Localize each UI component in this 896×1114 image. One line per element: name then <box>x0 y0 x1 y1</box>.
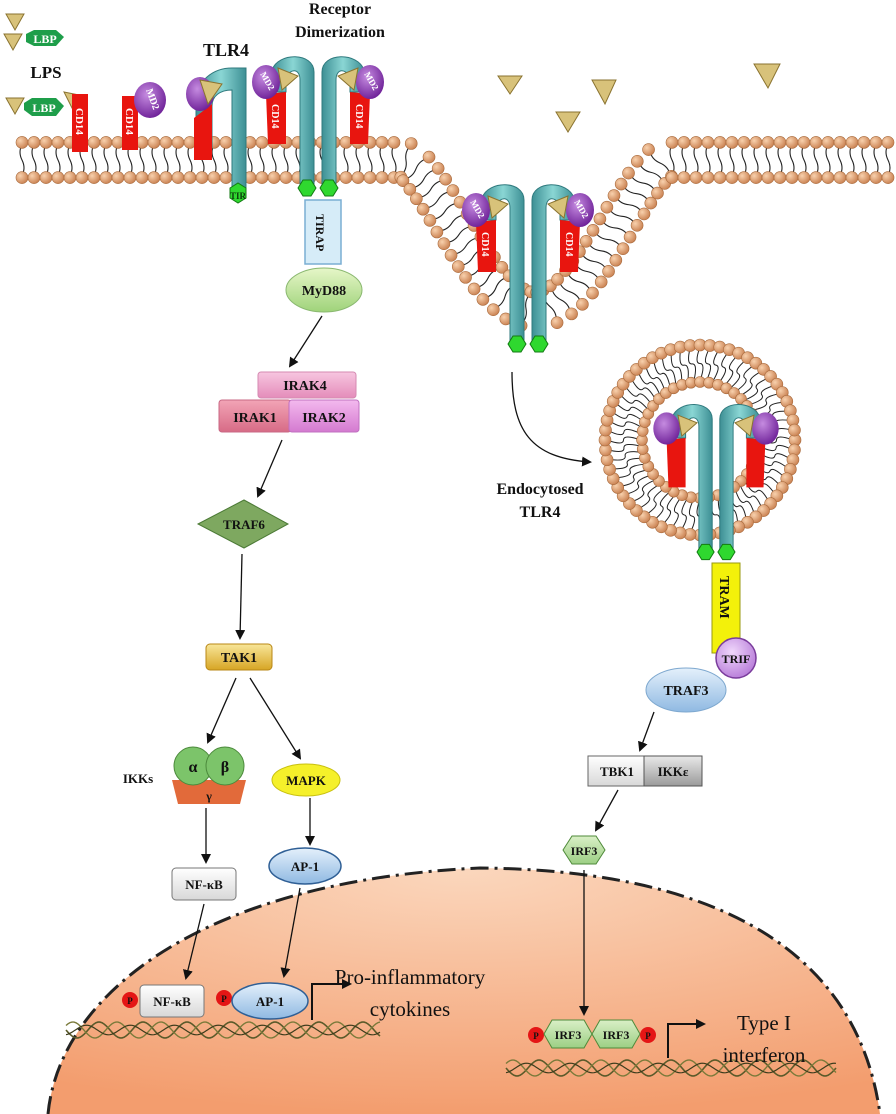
tlr4-label: TLR4 <box>203 40 249 60</box>
nfkb-label: NF-κB <box>185 877 223 892</box>
tak1: TAK1 <box>205 643 273 671</box>
irak-complex: IRAK4 IRAK1 IRAK2 <box>218 371 360 433</box>
irak1-label: IRAK1 <box>233 411 277 426</box>
plasma-membrane <box>15 136 895 334</box>
ap1-nuclear-label: AP-1 <box>256 994 284 1009</box>
lps-label: LPS <box>30 63 61 82</box>
nfkb-cytoplasm: NF-κB <box>171 867 237 901</box>
proinflam-line2: cytokines <box>370 997 450 1021</box>
nfkb-nuclear: P NF-κB <box>122 984 205 1018</box>
myd88-label: MyD88 <box>302 284 346 299</box>
tram: TRAM <box>711 562 741 654</box>
lbp-label: LBP <box>33 32 56 46</box>
myd88: MyD88 <box>285 267 363 313</box>
ikk-gamma-label: γ <box>205 789 212 803</box>
free-lps <box>497 63 781 133</box>
type1-line2: interferon <box>723 1043 806 1067</box>
tak1-label: TAK1 <box>221 651 257 666</box>
svg-text:CD14: CD14 <box>269 104 280 128</box>
mapk-label: MAPK <box>286 773 327 788</box>
tirap: TIRAP <box>304 199 342 265</box>
phospho-label: P <box>127 996 133 1006</box>
irak2-label: IRAK2 <box>302 411 346 426</box>
irak4-label: IRAK4 <box>283 379 327 394</box>
endocytosed-line2: TLR4 <box>520 504 561 521</box>
cd14-left-2: CD14 MD2 <box>122 82 166 150</box>
ikke-label: IKKε <box>658 764 689 779</box>
tirap-label: TIRAP <box>313 214 327 251</box>
transcription-arrow-left <box>311 979 352 1020</box>
tbk1-ikke: TBK1 IKKε <box>587 755 703 787</box>
trif: TRIF <box>715 637 757 679</box>
proinflam-line1: Pro-inflammatory <box>335 965 486 989</box>
dna-strands <box>65 1021 837 1077</box>
receptor-dimerization-line2: Dimerization <box>295 24 385 41</box>
irf3-cytoplasm: IRF3 <box>562 835 606 865</box>
ikk-beta-label: β <box>221 759 229 776</box>
lps-lbp-complex-1: LBP <box>3 13 64 52</box>
ap1-cytoplasm: AP-1 <box>268 847 342 885</box>
traf3-label: TRAF3 <box>663 684 708 699</box>
nfkb-nuclear-label: NF-κB <box>153 994 191 1009</box>
traf6: TRAF6 <box>196 499 290 549</box>
cd14-label: CD14 <box>73 108 85 135</box>
irf3-label: IRF3 <box>571 844 598 858</box>
ap1-nuclear: P AP-1 <box>216 982 309 1020</box>
trif-label: TRIF <box>722 652 751 666</box>
nucleus <box>46 866 882 1114</box>
traf3: TRAF3 <box>645 667 727 713</box>
cd14-left-1: CD14 <box>72 94 88 152</box>
tbk1-label: TBK1 <box>600 764 634 779</box>
ap1-label: AP-1 <box>291 859 319 874</box>
svg-text:CD14: CD14 <box>353 104 364 128</box>
mapk: MAPK <box>271 763 341 797</box>
cd14-label: CD14 <box>123 108 135 135</box>
traf6-label: TRAF6 <box>223 517 265 532</box>
tlr4-monomer: TIR <box>186 67 247 204</box>
irf3-nuclear-label-1: IRF3 <box>555 1028 582 1042</box>
tlr4-dimer-endosomal <box>653 404 779 561</box>
pathway-arrows <box>183 315 655 1016</box>
irf3-nuclear-label-2: IRF3 <box>603 1028 630 1042</box>
transcription-arrow-right <box>667 1019 706 1058</box>
ikks-label: IKKs <box>123 771 153 786</box>
phospho-label: P <box>221 994 227 1004</box>
ikk-alpha-label: α <box>189 759 198 776</box>
endocytosed-line1: Endocytosed <box>496 481 583 498</box>
lbp-label-2: LBP <box>32 101 55 115</box>
phospho-label: P <box>533 1031 539 1041</box>
irf3-nuclear: P IRF3 IRF3 P <box>528 1019 656 1049</box>
type1-line1: Type I <box>737 1011 791 1035</box>
svg-text:CD14: CD14 <box>479 232 490 256</box>
tir-label: TIR <box>230 191 247 201</box>
tram-label: TRAM <box>716 576 731 619</box>
svg-text:CD14: CD14 <box>563 232 574 256</box>
phospho-label: P <box>645 1031 651 1041</box>
ikk-complex: γ α β <box>172 746 246 804</box>
receptor-dimerization-line1: Receptor <box>309 1 371 18</box>
